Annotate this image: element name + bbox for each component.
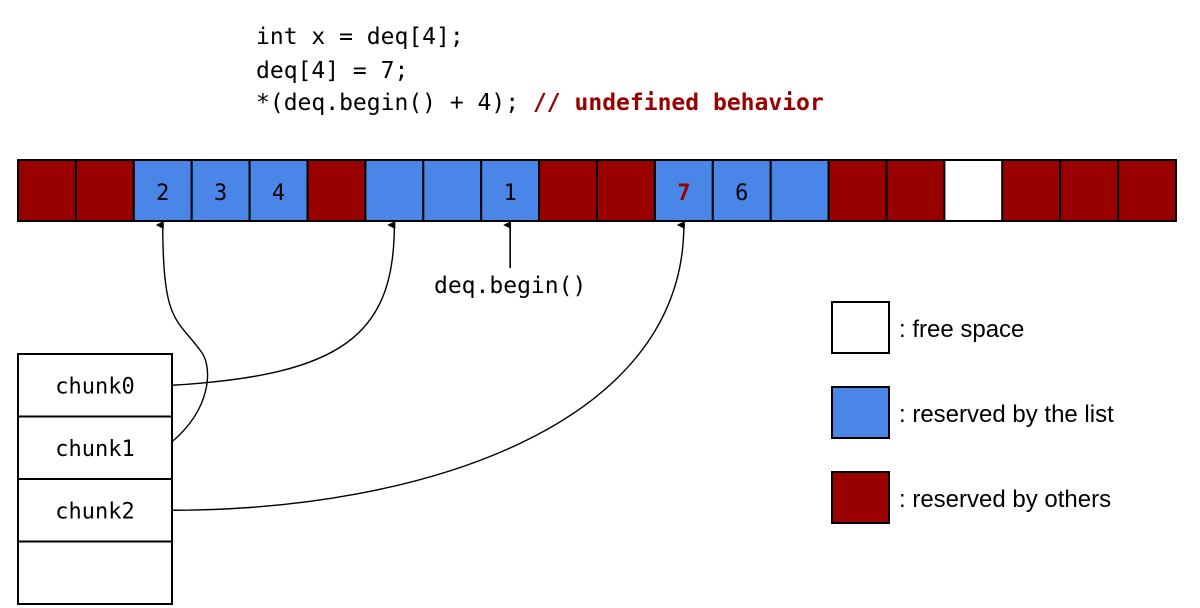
memory-cell-list [190, 159, 251, 222]
memory-cell [306, 159, 367, 222]
memory-cell-value: 6 [735, 181, 748, 206]
memory-cell [827, 159, 888, 222]
memory-cell-list [769, 159, 830, 222]
memory-cell [1001, 159, 1062, 222]
deq-begin-label: deq.begin() [434, 273, 586, 299]
memory-cell-list [653, 159, 714, 222]
memory-cell [1059, 159, 1120, 222]
memory-cell-others [1059, 159, 1120, 222]
memory-cell: 1 [480, 159, 541, 222]
memory-cell-value: 1 [504, 181, 517, 206]
memory-cell: 6 [711, 159, 772, 222]
memory-cell-others [538, 159, 598, 222]
memory-cell: 2 [132, 159, 193, 222]
code-line-3: *(deq.begin() + 4); // undefined behavio… [256, 90, 824, 116]
memory-cell-others [596, 159, 656, 222]
legend-label: : reserved by others [899, 486, 1111, 513]
memory-cell: 4 [248, 159, 309, 222]
memory-cell-list [711, 159, 772, 222]
undefined-behavior-comment: // undefined behavior [533, 90, 824, 116]
chunk-cell [17, 415, 173, 480]
memory-cell-value: 4 [272, 181, 285, 206]
chunk-label: chunk0 [55, 374, 134, 399]
memory-cell-others [1117, 159, 1177, 222]
legend-label: : free space [899, 316, 1024, 343]
memory-cell-value: 3 [214, 181, 227, 206]
memory-cell-list [422, 159, 483, 222]
legend-item: : reserved by the list [831, 386, 1114, 439]
memory-cell-others [17, 159, 77, 222]
memory-cell [769, 159, 830, 222]
memory-cell-others [1001, 159, 1062, 222]
chunk-row: chunk0 [17, 353, 173, 418]
chunk-cell [17, 353, 173, 418]
chunk-cell [17, 478, 173, 543]
memory-cell [596, 159, 656, 222]
chunk-pointer-arrow [171, 221, 685, 511]
code-line-3-statement: *(deq.begin() + 4); [256, 90, 533, 116]
memory-cell-list [364, 159, 425, 222]
legend-swatch-others [831, 471, 890, 524]
memory-strip: 2 3 4 1 7 6 [17, 159, 1177, 222]
chunk-label: chunk1 [55, 437, 134, 462]
memory-cell [74, 159, 135, 222]
memory-cell-others [885, 159, 946, 222]
memory-cell [422, 159, 483, 222]
legend-label: : reserved by the list [899, 401, 1114, 428]
memory-cell-others [827, 159, 888, 222]
chunk-row: chunk1 [17, 415, 173, 480]
memory-cell-others [74, 159, 135, 222]
memory-cell-value: 7 [677, 181, 690, 206]
code-line-1: int x = deq[4]; [256, 24, 464, 50]
pointer-arrows [155, 220, 685, 511]
legend-item: : free space [831, 301, 1024, 354]
memory-cell [538, 159, 598, 222]
memory-cell [1117, 159, 1177, 222]
memory-cell-list [132, 159, 193, 222]
legend-swatch-list [831, 386, 890, 439]
chunk-row: chunk2 [17, 478, 173, 543]
chunk-pointer-arrow [171, 221, 396, 386]
memory-cell [943, 159, 1004, 222]
code-line-2: deq[4] = 7; [256, 58, 408, 84]
chunk-label: chunk2 [55, 499, 134, 524]
memory-cell [364, 159, 425, 222]
legend-swatch-free [831, 301, 890, 354]
code-block: int x = deq[4]; deq[4] = 7; *(deq.begin(… [256, 24, 824, 116]
memory-cell: 7 [653, 159, 714, 222]
chunk-cell [17, 540, 173, 605]
memory-cell-others [306, 159, 367, 222]
memory-cell-list [248, 159, 309, 222]
chunk-pointer-arrow [155, 220, 209, 443]
memory-cell: 3 [190, 159, 251, 222]
chunk-table: chunk0 chunk1 chunk2 [17, 353, 173, 605]
memory-cell [17, 159, 77, 222]
legend: : free space : reserved by the list : rese… [831, 301, 1114, 524]
memory-cell-free [943, 159, 1004, 222]
chunk-row [17, 540, 173, 605]
legend-item: : reserved by others [831, 471, 1111, 524]
memory-cell-value: 2 [156, 181, 169, 206]
memory-cell [885, 159, 946, 222]
